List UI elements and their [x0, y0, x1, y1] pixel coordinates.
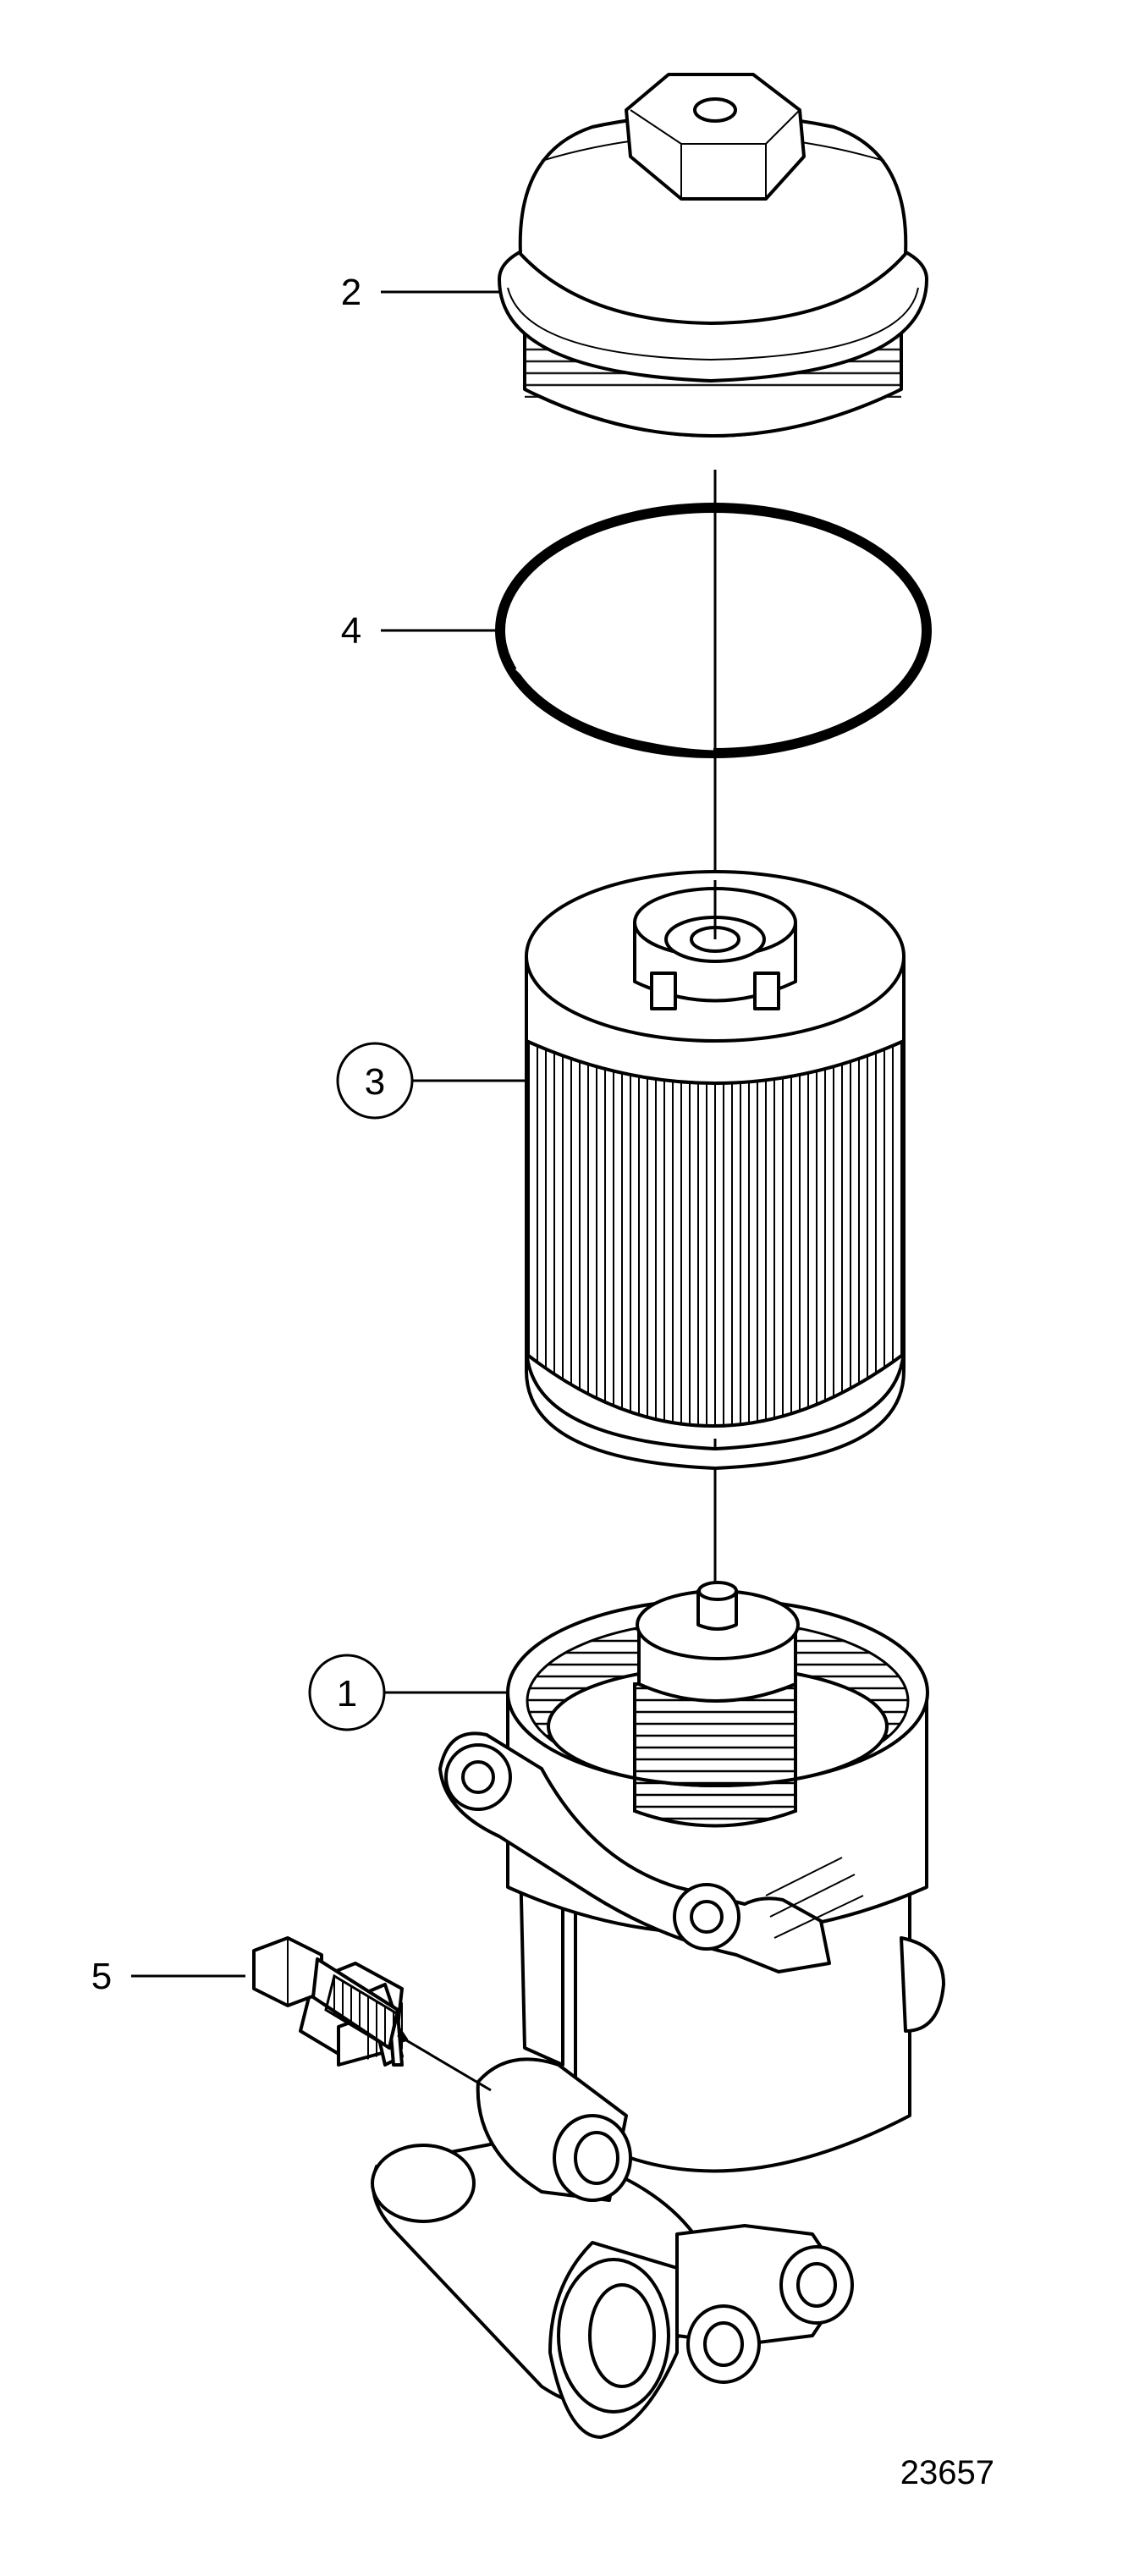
filter-element [525, 870, 906, 1470]
callout-label-2: 2 [341, 272, 361, 313]
callout-label-1: 1 [337, 1673, 357, 1715]
callout-4: 4 [341, 610, 499, 652]
callout-1: 1 [308, 1654, 508, 1731]
callout-label-5: 5 [91, 1956, 112, 1997]
callout-label-4: 4 [341, 610, 361, 652]
bolt-body [252, 1936, 399, 2050]
callout-3: 3 [336, 1042, 526, 1120]
callout-2: 2 [341, 272, 499, 313]
bolt-leader-line [397, 2034, 492, 2092]
filter-cap [498, 73, 928, 438]
o-ring [495, 503, 932, 758]
figure-number: 23657 [900, 2454, 994, 2491]
callout-label-3: 3 [365, 1061, 385, 1103]
filter-housing [371, 1581, 945, 2439]
callout-5: 5 [91, 1956, 245, 1997]
